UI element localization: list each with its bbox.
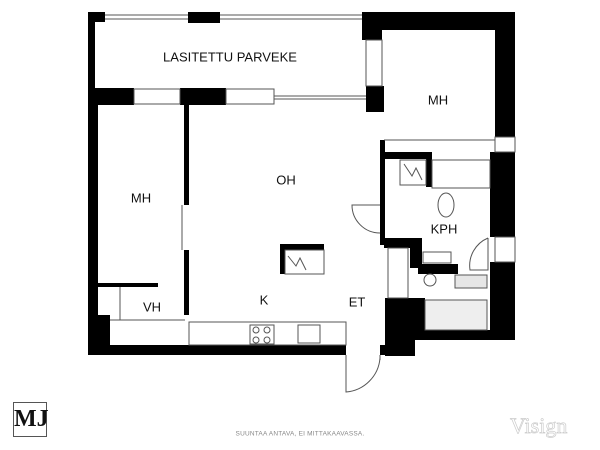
wall xyxy=(418,264,458,274)
window xyxy=(494,236,516,263)
room-label-kitchen: K xyxy=(259,292,269,308)
window xyxy=(133,88,181,105)
burner xyxy=(252,326,260,334)
wall xyxy=(362,12,382,40)
window xyxy=(365,39,383,87)
visign-logo: Visign xyxy=(510,413,568,439)
entrance-door-swing xyxy=(345,355,381,393)
fireplace xyxy=(284,249,325,275)
bathroom-door-swing xyxy=(469,237,489,271)
wall xyxy=(490,152,515,237)
wall xyxy=(184,250,189,315)
wall xyxy=(410,298,425,333)
room-label-bathroom: KPH xyxy=(430,221,458,237)
walls xyxy=(88,12,515,356)
wall xyxy=(380,140,385,245)
wall xyxy=(180,88,226,105)
wall xyxy=(98,283,158,287)
disclaimer: SUUNTAA ANTAVA, EI MITTAKAAVASSA. xyxy=(235,430,365,438)
room-label-living: OH xyxy=(276,172,296,188)
sink xyxy=(297,324,321,344)
kitchen-counter xyxy=(188,321,347,346)
wall xyxy=(410,238,422,268)
burner xyxy=(263,326,271,334)
door-swing xyxy=(351,204,381,234)
chimney xyxy=(280,244,324,250)
room-label-balcony: LASITETTU PARVEKE xyxy=(163,49,297,65)
room-label-closet: VH xyxy=(142,299,162,315)
sauna-bench xyxy=(424,299,488,331)
wall xyxy=(410,330,515,340)
burner xyxy=(252,336,260,344)
wall xyxy=(426,152,432,187)
wall xyxy=(384,238,418,248)
wall xyxy=(385,152,430,159)
bench xyxy=(454,274,488,289)
wall xyxy=(88,88,134,105)
window xyxy=(494,136,516,153)
wall xyxy=(188,12,220,23)
window xyxy=(225,88,275,105)
wall xyxy=(490,262,515,340)
wall xyxy=(88,345,346,355)
wall xyxy=(88,88,98,355)
shower-symbol xyxy=(403,163,423,181)
wall xyxy=(495,12,515,137)
wall xyxy=(88,12,95,92)
washbasin xyxy=(422,251,452,264)
wall xyxy=(88,12,105,22)
burner xyxy=(263,336,271,344)
wall xyxy=(184,105,189,205)
room-label-entry: ET xyxy=(348,294,366,310)
wall xyxy=(366,86,384,112)
stove xyxy=(249,324,275,345)
wall xyxy=(362,12,515,30)
fireplace-symbol xyxy=(287,255,307,271)
room-label-bedroom-right: MH xyxy=(427,92,449,108)
counter xyxy=(431,159,491,189)
toilet xyxy=(437,192,455,218)
shower xyxy=(399,159,427,186)
closet xyxy=(387,247,409,299)
mj-logo: MJ xyxy=(13,402,49,437)
room-label-bedroom-left: MH xyxy=(130,190,152,206)
chimney xyxy=(280,244,285,274)
washing-machine xyxy=(423,273,437,287)
